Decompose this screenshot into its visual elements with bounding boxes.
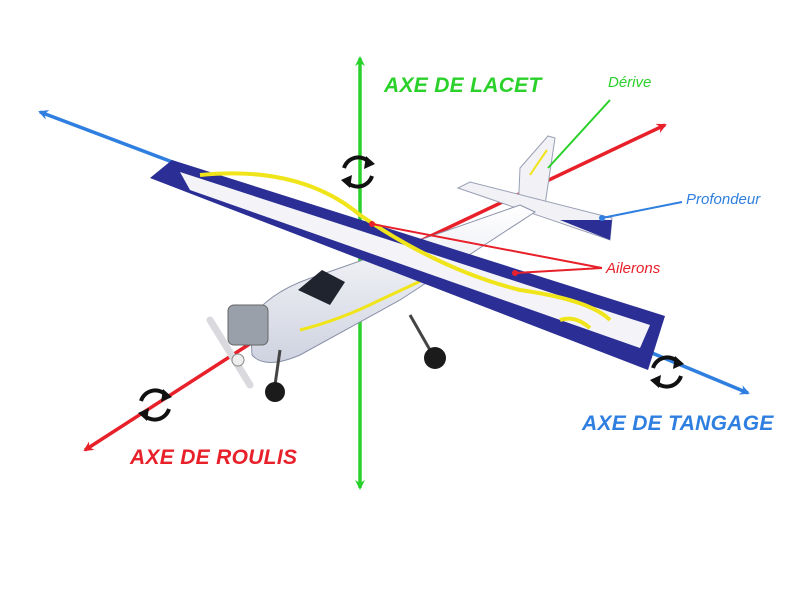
ailerons-label: Ailerons (606, 260, 661, 277)
elevator (456, 181, 613, 241)
elevator-label: Profondeur (686, 191, 761, 208)
pitch-axis-label: AXE DE TANGAGE (582, 412, 774, 435)
rotation-arrows-icon (650, 355, 684, 389)
yaw-axis-label: AXE DE LACET (384, 74, 542, 97)
rotation-arrows-icon (341, 155, 375, 189)
ailerons-leader-line (371, 223, 603, 269)
fin-label: Dérive (608, 74, 652, 91)
roll-axis-label: AXE DE ROULIS (130, 446, 298, 469)
elevator-leader-line (601, 201, 683, 219)
fin-leader-line (547, 99, 611, 169)
airplane (150, 135, 665, 402)
ailerons-leader-line (514, 267, 603, 274)
rotation-arrows-icon (138, 388, 172, 422)
